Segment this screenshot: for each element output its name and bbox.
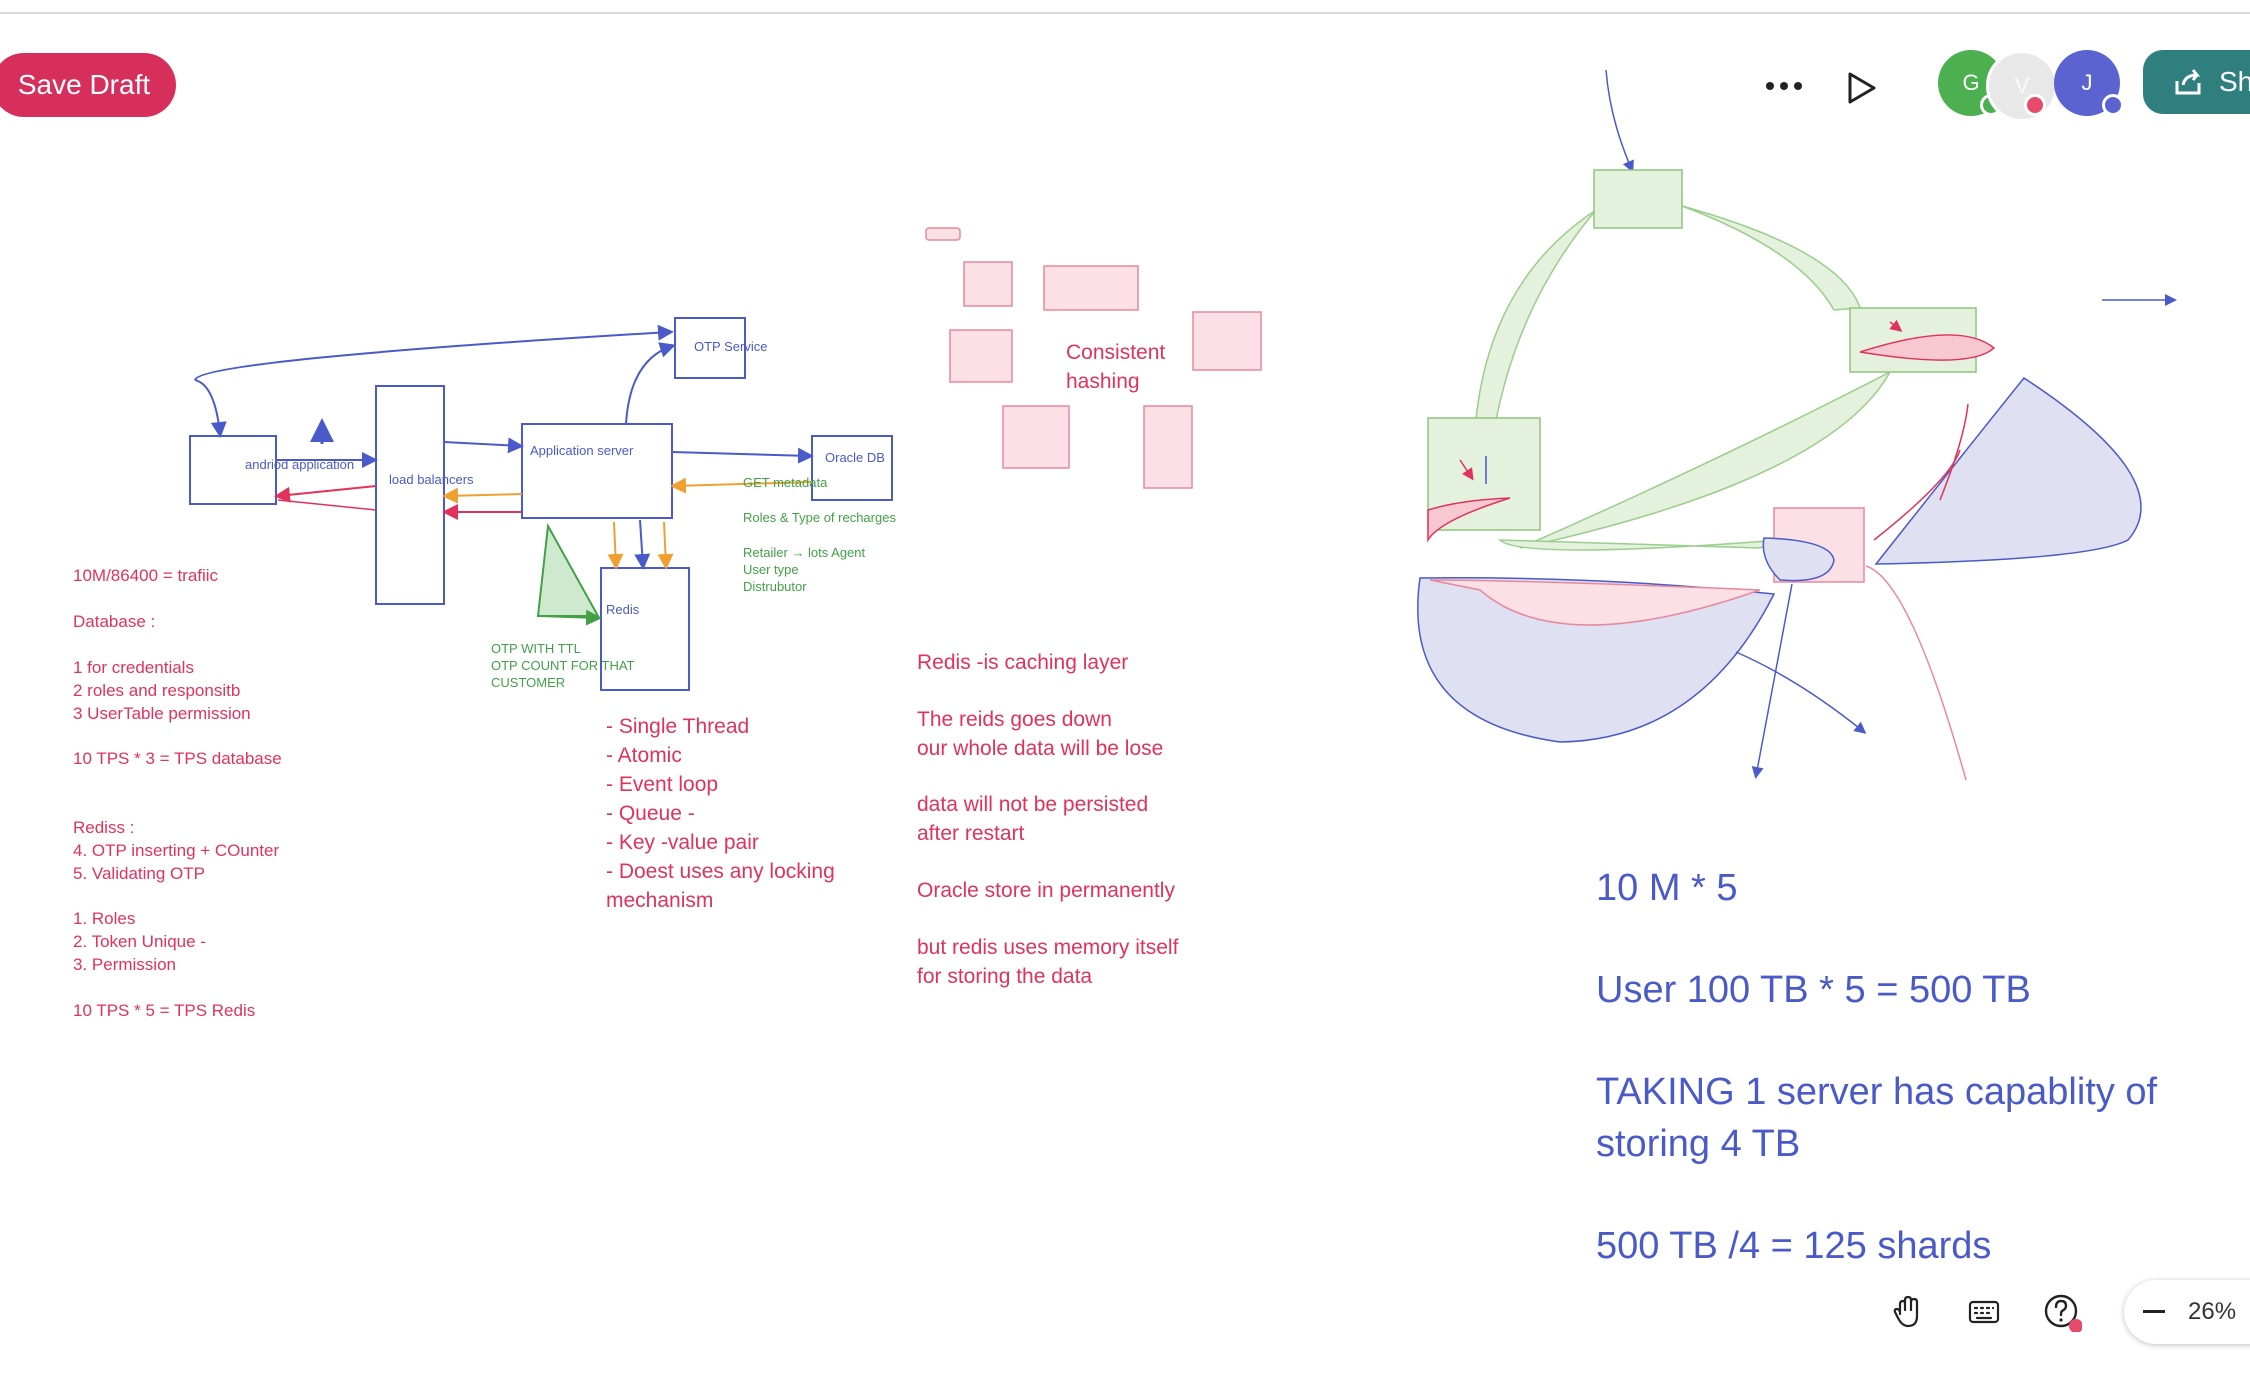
- keyboard-icon: [1968, 1300, 2000, 1324]
- ellipsis-icon: [1766, 82, 1802, 90]
- blue-blob-3: [1762, 537, 1835, 582]
- android-app-label: andriod application: [245, 457, 355, 472]
- green-wedge-2: [1681, 205, 1862, 311]
- blue-drop-1: [1874, 377, 2142, 565]
- red-tick-1: [1459, 459, 1474, 481]
- green-wedge-3: [1519, 370, 1892, 549]
- otp-ttl-note: OTP WITH TTL OTP COUNT FOR THAT CUSTOMER: [491, 641, 635, 690]
- redis-memory-note: but redis uses memory itself for storing…: [917, 936, 1179, 988]
- calc-line-4: 500 TB /4 = 125 shards: [1596, 1225, 1992, 1267]
- redis-properties: - Single Thread - Atomic - Event loop - …: [606, 715, 835, 912]
- avatar-initial: J: [2081, 70, 2093, 95]
- hand-icon: [1893, 1295, 1919, 1328]
- roles-list: 1. Roles 2. Token Unique - 3. Permission: [73, 909, 206, 974]
- arrow-app-lb-ret: [442, 487, 523, 504]
- arrow-loop-down: [194, 379, 227, 438]
- consistent-hashing-label: Consistent hashing: [1066, 341, 1166, 393]
- arrow-redis-down2: [657, 521, 674, 570]
- hash-node: [1043, 265, 1139, 311]
- red-blob-2: [1427, 497, 1511, 543]
- present-button[interactable]: [1838, 66, 1882, 110]
- arrow-redis-down: [607, 521, 624, 570]
- arrow-lb-pink2: [277, 499, 377, 511]
- hash-node: [963, 261, 1013, 307]
- load-balancers-label: load balancers: [389, 472, 474, 487]
- share-label: Sh: [2219, 66, 2250, 97]
- oracle-db-label: Oracle DB: [825, 450, 885, 465]
- blue-line-1: [1751, 583, 1793, 779]
- hand-tool-button[interactable]: [1886, 1290, 1930, 1334]
- zoom-control: 26%: [2124, 1280, 2250, 1344]
- not-persisted-note: data will not be persisted after restart: [917, 793, 1149, 845]
- android-app-box: [189, 435, 277, 505]
- pink-line-3: [1939, 403, 1969, 501]
- hash-node: [1002, 405, 1070, 469]
- arrow-top-loop: [194, 324, 674, 381]
- hash-node: [1192, 311, 1262, 371]
- pink-line-2: [1873, 449, 1961, 541]
- minus-icon: [2143, 1310, 2165, 1313]
- roles-recharges-label: Roles & Type of recharges: [743, 510, 896, 525]
- green-wedge-4: [1498, 539, 1781, 551]
- keyboard-button[interactable]: [1962, 1290, 2006, 1334]
- app-server-box: [521, 423, 673, 519]
- tps-redis-note: 10 TPS * 5 = TPS Redis: [73, 1001, 256, 1020]
- oracle-store-note: Oracle store in permanently: [917, 879, 1175, 902]
- pink-line-1: [1865, 565, 1967, 781]
- avatar[interactable]: V: [1986, 50, 2058, 122]
- app-server-label: Application server: [530, 443, 634, 458]
- more-options-button[interactable]: [1760, 68, 1808, 104]
- load-balancer-box: [375, 385, 445, 605]
- arrow-lb-app-ret: [274, 485, 377, 503]
- arrow-app-oracle: [671, 447, 814, 464]
- tps-database-note: 10 TPS * 3 = TPS database: [73, 749, 282, 768]
- green-wedge-1: [1475, 209, 1597, 421]
- arrow-app-redis: [634, 519, 651, 570]
- help-icon: [2044, 1294, 2082, 1332]
- hash-node: [1143, 405, 1193, 489]
- oracle-db-box: [811, 435, 893, 501]
- incoming-line: [1605, 69, 1634, 173]
- red-tick-2: [1889, 319, 1903, 332]
- share-button[interactable]: Sh: [2143, 50, 2250, 114]
- zoom-out-button[interactable]: [2124, 1280, 2184, 1344]
- save-draft-button[interactable]: Save Draft: [0, 53, 176, 117]
- green-triangle: [536, 522, 600, 617]
- redis-down-note: The reids goes down our whole data will …: [917, 708, 1164, 760]
- top-toolbar: G V J Sh: [1650, 48, 2250, 124]
- otp-service-label: OTP Service: [694, 339, 768, 354]
- arrow-lb-app: [443, 437, 524, 454]
- top-divider: [0, 0, 2250, 14]
- help-button[interactable]: [2040, 1290, 2084, 1334]
- pink-band-1: [1429, 579, 1761, 626]
- hash-node: [925, 227, 961, 241]
- shard-box: [1593, 169, 1683, 229]
- calc-line-3: TAKING 1 server has capablity of storing…: [1596, 1071, 2158, 1165]
- avatar-initial: V: [2014, 73, 2030, 98]
- red-blob-1: [1859, 334, 1996, 361]
- retailer-notes: Retailer → lots Agent User type Distrubu…: [743, 545, 866, 594]
- get-metadata-label: GET metadata: [743, 475, 828, 490]
- redis-label: Redis: [606, 602, 640, 617]
- share-icon: [2175, 69, 2201, 95]
- avatar-initial: G: [1962, 70, 1980, 95]
- rediss-note: Rediss : 4. OTP inserting + COunter 5. V…: [73, 818, 280, 883]
- traffic-note: 10M/86400 = trafiic: [73, 566, 219, 585]
- status-dot: [2102, 94, 2124, 116]
- redis-caching-note: Redis -is caching layer: [917, 651, 1129, 674]
- green-arrow: [539, 609, 602, 626]
- play-icon: [1848, 72, 1876, 104]
- blue-line-2: [1735, 651, 1867, 734]
- arrow-oracle-app: [670, 477, 813, 494]
- zoom-level[interactable]: 26%: [2188, 1298, 2237, 1325]
- status-dot: [2024, 94, 2046, 116]
- database-title: Database :: [73, 612, 156, 631]
- database-items: 1 for credentials 2 roles and responsitb…: [73, 658, 251, 723]
- hash-node: [949, 329, 1013, 383]
- arrow-app-otp: [625, 342, 676, 425]
- calc-line-1: 10 M * 5: [1596, 867, 1738, 909]
- calc-line-2: User 100 TB * 5 = 500 TB: [1596, 969, 2031, 1011]
- blue-drop-2: [1417, 577, 1776, 743]
